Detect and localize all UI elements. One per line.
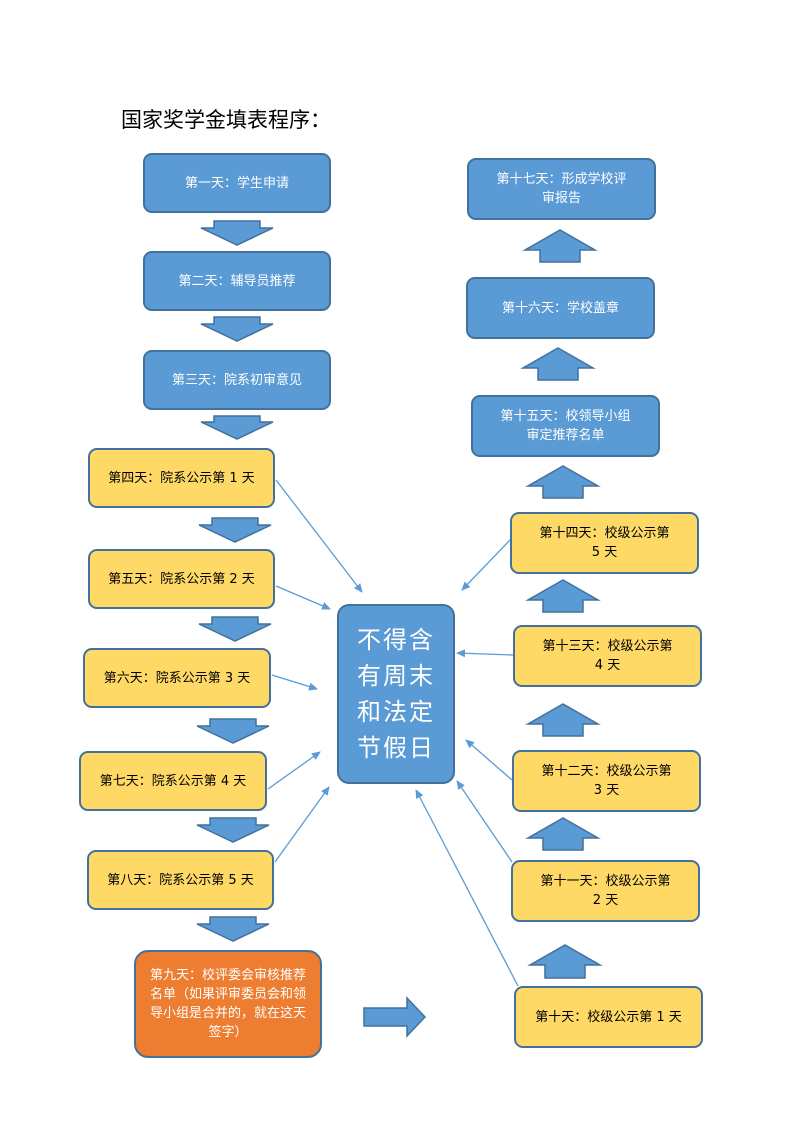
step-day-15: 第十五天：校领导小组审定推荐名单 (471, 395, 660, 457)
up-arrow-4 (525, 579, 601, 613)
center-note: 不得含有周末和法定节假日 (337, 604, 455, 784)
down-arrow-1 (200, 220, 274, 246)
up-arrow-6 (520, 347, 596, 381)
step-day-13: 第十三天：校级公示第 4 天 (513, 625, 702, 687)
step-day-17: 第十七天：形成学校评审报告 (467, 158, 656, 220)
connector-day-4 (275, 479, 363, 593)
up-arrow-7 (522, 229, 598, 263)
step-day-16: 第十六天：学校盖章 (466, 277, 655, 339)
connector-day-10 (415, 789, 519, 987)
up-arrow-5 (525, 465, 601, 499)
connector-day-12 (465, 739, 513, 781)
page-title: 国家奖学金填表程序： (121, 108, 331, 132)
connector-day-13 (456, 649, 514, 658)
step-day-3: 第三天：院系初审意见 (143, 350, 331, 410)
connector-day-6 (271, 674, 318, 691)
down-arrow-2 (200, 316, 274, 342)
step-day-2: 第二天：辅导员推荐 (143, 251, 331, 311)
connector-day-5 (275, 585, 331, 610)
connector-day-11 (456, 780, 513, 863)
connector-day-8 (274, 786, 330, 863)
down-arrow-7 (196, 817, 270, 843)
step-day-6: 第六天：院系公示第 3 天 (83, 648, 271, 708)
step-day-5: 第五天：院系公示第 2 天 (88, 549, 275, 609)
step-day-14: 第十四天：校级公示第 5 天 (510, 512, 699, 574)
up-arrow-3 (525, 703, 601, 737)
step-day-10: 第十天：校级公示第 1 天 (514, 986, 703, 1048)
down-arrow-4 (198, 517, 272, 543)
step-day-11: 第十一天：校级公示第 2 天 (511, 860, 700, 922)
step-day-9: 第九天：校评委会审核推荐名单（如果评审委员会和领导小组是合并的，就在这天签字） (134, 950, 322, 1058)
down-arrow-6 (196, 718, 270, 744)
up-arrow-1 (527, 944, 603, 979)
connector-day-7 (267, 751, 321, 790)
connector-day-14 (461, 539, 511, 591)
step-day-12: 第十二天：校级公示第 3 天 (512, 750, 701, 812)
right-arrow (363, 996, 427, 1038)
down-arrow-3 (200, 415, 274, 440)
down-arrow-8 (196, 916, 270, 942)
up-arrow-2 (525, 817, 601, 851)
step-day-7: 第七天：院系公示第 4 天 (79, 751, 267, 811)
step-day-4: 第四天：院系公示第 1 天 (88, 448, 275, 508)
step-day-1: 第一天：学生申请 (143, 153, 331, 213)
step-day-8: 第八天：院系公示第 5 天 (87, 850, 274, 910)
down-arrow-5 (198, 616, 272, 642)
